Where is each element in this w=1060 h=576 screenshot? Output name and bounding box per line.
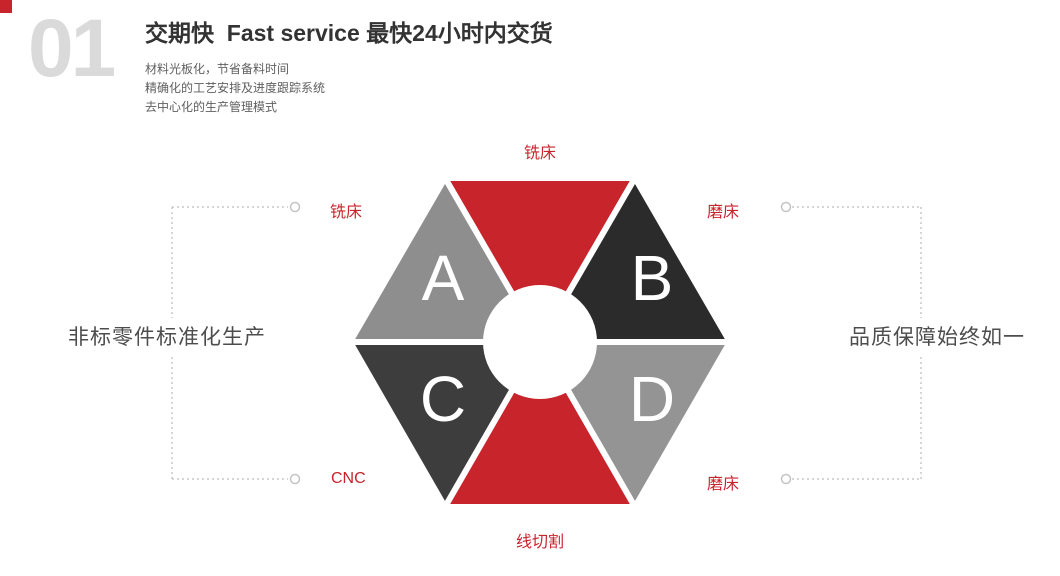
header-block: 交期快 Fast service 最快24小时内交货 材料光板化，节省备料时间 … xyxy=(145,14,553,117)
label-lower-left: CNC xyxy=(331,470,366,487)
segment-letter-a: A xyxy=(422,242,465,314)
label-top: 铣床 xyxy=(523,145,557,162)
label-lower-right: 磨床 xyxy=(707,476,740,493)
label-upper-left: 铣床 xyxy=(330,204,363,221)
bullet-list: 材料光板化，节省备料时间 精确化的工艺安排及进度跟踪系统 去中心化的生产管理模式 xyxy=(145,60,553,117)
segment-bottom xyxy=(442,339,638,510)
segment-letter-c: C xyxy=(420,363,466,435)
bullet-line: 材料光板化，节省备料时间 xyxy=(145,62,290,76)
right-bottom-node-circle xyxy=(780,473,792,485)
red-corner-accent xyxy=(0,0,12,13)
label-bottom: 线切割 xyxy=(515,534,565,551)
label-upper-right: 磨床 xyxy=(707,204,740,221)
left-caption: 非标零件标准化生产 xyxy=(58,318,276,354)
bullet-line: 精确化的工艺安排及进度跟踪系统 xyxy=(145,81,326,95)
slide-title: 交期快 Fast service 最快24小时内交货 xyxy=(145,20,553,46)
center-circle xyxy=(483,285,597,399)
left-top-node-circle xyxy=(289,201,301,213)
bullet-line: 去中心化的生产管理模式 xyxy=(145,100,278,114)
section-number: 01 xyxy=(28,3,116,94)
right-top-node-circle xyxy=(780,201,792,213)
left-bottom-node-circle xyxy=(289,473,301,485)
segment-letter-b: B xyxy=(631,242,674,314)
segment-letter-d: D xyxy=(629,363,675,435)
right-caption: 品质保障始终如一 xyxy=(839,318,1035,354)
